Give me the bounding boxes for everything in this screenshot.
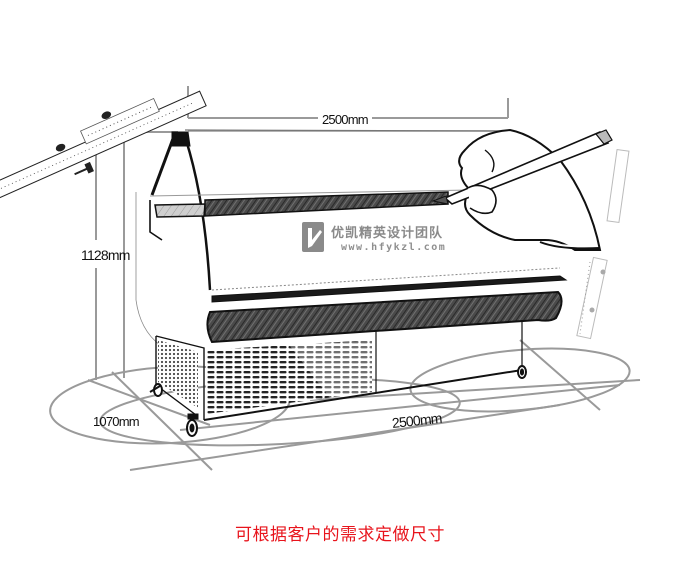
caster-right bbox=[517, 365, 527, 379]
caster-front-left bbox=[186, 413, 199, 437]
custom-size-caption: 可根据客户的需求定做尺寸 bbox=[235, 525, 445, 545]
ruler-caliper-icon bbox=[0, 90, 207, 201]
caster-back-left bbox=[149, 383, 163, 397]
watermark-url: www.hfykzl.com bbox=[341, 242, 447, 253]
side-grille bbox=[158, 340, 198, 408]
front-grille bbox=[206, 340, 372, 414]
watermark-logo-icon bbox=[302, 222, 324, 252]
watermark: 优凯精英设计团队 www.hfykzl.com bbox=[300, 216, 448, 266]
watermark-company-name: 优凯精英设计团队 bbox=[331, 226, 444, 241]
right-ruler-icon bbox=[576, 148, 630, 340]
dimension-height: 1128mm bbox=[81, 247, 130, 263]
caster-wheels bbox=[149, 365, 527, 437]
hand-pencil-icon bbox=[431, 128, 613, 251]
dimension-depth: 1070mm bbox=[93, 414, 140, 429]
upper-band bbox=[149, 189, 471, 218]
dimension-top-width: 2500mm bbox=[322, 112, 369, 127]
lower-panel bbox=[206, 290, 563, 344]
middle-rail bbox=[211, 267, 568, 303]
